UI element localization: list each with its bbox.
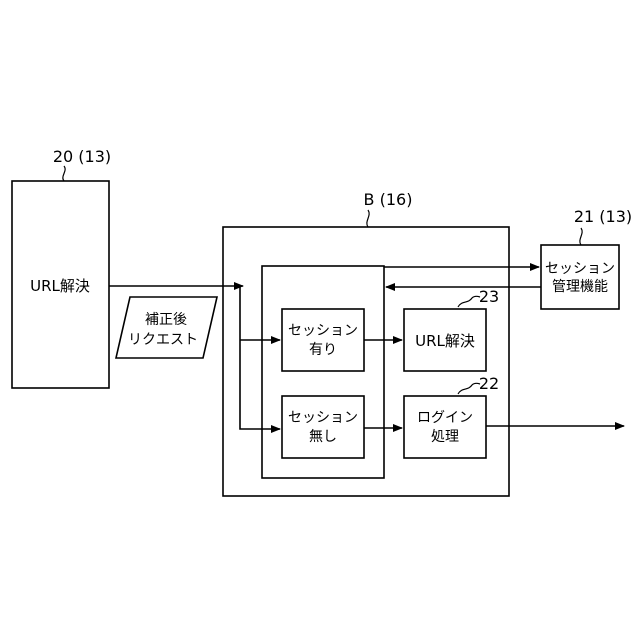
- ref-23: 23: [479, 287, 499, 306]
- corrected-request-line1: 補正後: [145, 312, 187, 328]
- session-no-line2: 無し: [309, 429, 337, 445]
- ref-20: 20 (13): [53, 147, 111, 166]
- url-resolver-left-label: URL解決: [30, 277, 90, 295]
- ref-b16: B (16): [364, 190, 413, 209]
- session-mgmt-box: [541, 245, 619, 309]
- ref-21: 21 (13): [574, 207, 632, 226]
- ref-22: 22: [479, 374, 499, 393]
- session-no-line1: セッション: [288, 410, 358, 426]
- url-resolver-inner-label: URL解決: [415, 332, 475, 350]
- login-process-line2: 処理: [431, 429, 459, 445]
- leader-23: [458, 296, 480, 307]
- session-no-box: [282, 396, 364, 458]
- session-yes-box: [282, 309, 364, 371]
- session-mgmt-line1: セッション: [545, 261, 615, 277]
- branch-line: [240, 286, 280, 429]
- login-process-box: [404, 396, 486, 458]
- corrected-request-line2: リクエスト: [128, 332, 198, 348]
- dispatcher-box: [262, 266, 384, 478]
- login-process-line1: ログイン: [417, 410, 473, 426]
- leader-b16: [367, 210, 369, 227]
- session-yes-line2: 有り: [309, 342, 337, 358]
- session-yes-line1: セッション: [288, 323, 358, 339]
- leader-21: [580, 228, 582, 245]
- session-mgmt-line2: 管理機能: [552, 279, 608, 295]
- leader-20: [63, 166, 65, 181]
- leader-22: [458, 383, 480, 394]
